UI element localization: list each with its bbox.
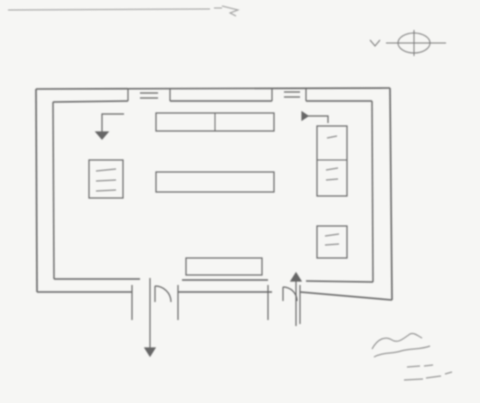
right-room-box-top-scribble (325, 135, 339, 181)
left-bottom-door-swing (154, 285, 172, 303)
left-entry-arrow-head (94, 131, 110, 140)
outer-wall (35, 87, 393, 301)
left-entry-arrow (94, 113, 124, 140)
right-entry-arrow-path (306, 115, 329, 123)
top-label-box (155, 112, 275, 132)
right-room-box-top-frame (316, 125, 348, 197)
inner-wall (52, 100, 374, 283)
annotation-scribble-4 (403, 371, 453, 381)
center-label-box (155, 171, 275, 193)
outer-wall-left (35, 88, 38, 293)
outer-wall-top (35, 87, 391, 90)
top-opening-left (127, 89, 171, 101)
north-marker (369, 30, 446, 56)
inner-wall-top-left (52, 100, 129, 103)
annotation-scribble-2 (373, 345, 431, 358)
right-room-box-bottom-frame (316, 225, 348, 259)
outer-wall-right (389, 87, 393, 301)
left-entry-arrow-path (101, 113, 124, 136)
top-opening-right (271, 89, 307, 101)
header-scribbles (7, 5, 240, 17)
left-bottom-door (131, 278, 179, 358)
right-bottom-door-arrow-head (289, 271, 303, 282)
header-scribble-2 (221, 5, 240, 17)
left-room-box (88, 159, 124, 199)
north-marker-left-tick (369, 39, 381, 47)
right-entry-arrow (301, 110, 329, 123)
bottom-label-box-frame (185, 257, 263, 276)
right-room-box-bottom (316, 225, 348, 259)
center-label-box-frame (155, 171, 275, 193)
bottom-label-box (185, 257, 263, 276)
right-entry-arrow-head (301, 110, 310, 122)
right-bottom-door-swing (282, 286, 298, 302)
left-bottom-door-arrow-head (143, 347, 157, 358)
annotation-scribble-3 (406, 364, 434, 368)
right-bottom-door (267, 271, 303, 326)
outer-wall-bottom-right (299, 291, 393, 301)
right-room-box-top (316, 125, 348, 197)
header-scribble-1 (7, 8, 211, 11)
annotation-scribble-1 (371, 333, 423, 350)
inner-wall-bottom-right (305, 280, 374, 283)
top-openings (127, 89, 307, 101)
handwritten-annotation (371, 333, 453, 381)
right-room-box-bottom-scribble (324, 233, 340, 246)
inner-wall-right (371, 100, 374, 283)
left-room-box-frame (88, 159, 124, 199)
left-room-box-scribble (95, 168, 117, 192)
inner-wall-left (52, 101, 55, 280)
